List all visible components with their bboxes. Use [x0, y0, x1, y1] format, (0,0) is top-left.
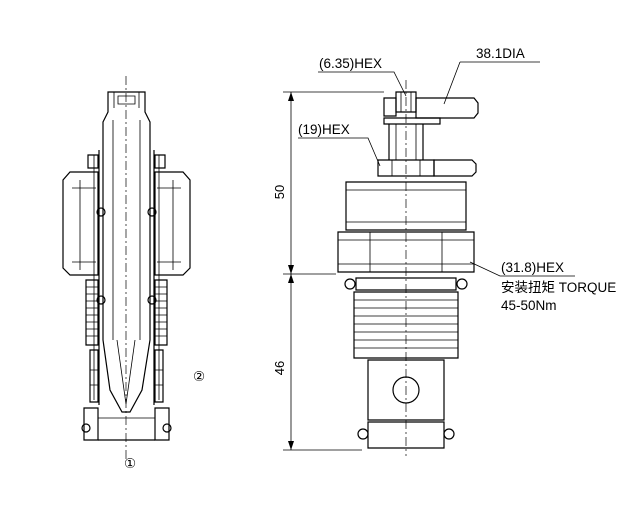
port-1-marker: ① — [124, 456, 136, 471]
dimension-lines — [283, 91, 384, 451]
dimension-upper: 50 — [272, 185, 287, 199]
dimension-lower: 46 — [272, 361, 287, 375]
section-view — [62, 76, 191, 462]
label-hex-19: (19)HEX — [298, 122, 350, 137]
port-2-marker: ② — [193, 369, 205, 384]
label-hex-6-35: (6.35)HEX — [319, 56, 382, 71]
label-torque: 安装扭矩 TORQUE — [501, 280, 616, 295]
label-torque-value: 45-50Nm — [501, 298, 557, 313]
label-dia-38-1: 38.1DIA — [476, 46, 525, 61]
leader-lines — [298, 61, 575, 277]
label-hex-31-8: (31.8)HEX — [501, 260, 564, 275]
exterior-view — [337, 80, 479, 456]
